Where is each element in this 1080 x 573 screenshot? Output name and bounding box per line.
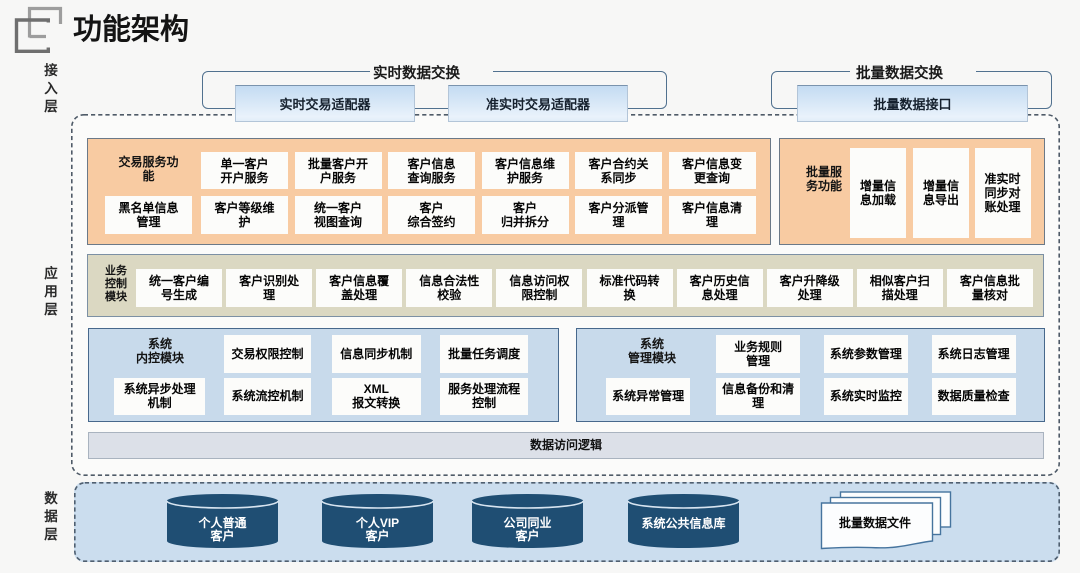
svg-text:个人普通: 个人普通 <box>197 515 246 530</box>
svg-text:客户: 客户 <box>364 528 389 543</box>
svg-text:客户: 客户 <box>514 528 539 543</box>
svg-text:系统公共信息库: 系统公共信息库 <box>641 516 725 531</box>
svg-text:公司同业: 公司同业 <box>503 515 551 530</box>
svg-text:个人VIP: 个人VIP <box>355 515 399 530</box>
svg-text:批量数据文件: 批量数据文件 <box>839 515 911 530</box>
svg-text:客户: 客户 <box>209 528 234 543</box>
